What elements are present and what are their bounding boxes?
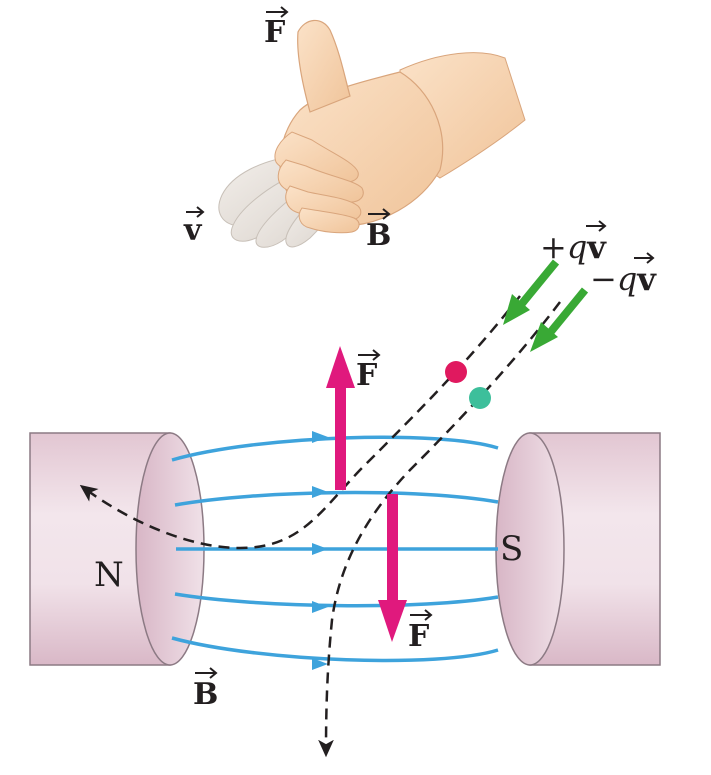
positive-particle-label: +qv: [540, 220, 607, 266]
upper-force-arrow: [326, 346, 355, 490]
hand-force-label: F: [264, 6, 289, 50]
svg-text:F: F: [264, 15, 285, 50]
positive-charge-particle: [445, 361, 467, 383]
field-line: [171, 636, 499, 663]
south-pole-magnet: S: [495, 432, 661, 666]
positive-velocity-arrow: [503, 259, 560, 325]
right-hand-illustration: [218, 19, 526, 248]
field-arrow: [312, 658, 328, 670]
svg-text:−qv: −qv: [590, 260, 657, 298]
hand-velocity-label: v: [183, 206, 205, 248]
svg-text:F: F: [408, 619, 429, 654]
svg-text:F: F: [356, 358, 377, 393]
svg-text:v: v: [183, 213, 203, 248]
svg-text:B: B: [193, 677, 218, 712]
magnetic-field-lines: [171, 431, 499, 670]
north-pole-magnet: N: [29, 432, 205, 666]
svg-text:B: B: [366, 218, 391, 253]
north-label: N: [94, 555, 124, 595]
field-line: [174, 592, 499, 608]
negative-particle-path: [318, 301, 561, 758]
field-arrow: [312, 601, 328, 613]
thumb: [297, 19, 351, 113]
hand-field-label: B: [366, 208, 391, 253]
magnet-field-label: B: [193, 667, 218, 712]
negative-charge-particle: [469, 387, 491, 409]
lower-force-label: F: [408, 609, 433, 654]
svg-text:+qv: +qv: [540, 228, 607, 266]
lower-force-arrow: [378, 494, 407, 642]
finger-4: [298, 207, 360, 234]
field-arrow: [312, 431, 328, 443]
negative-particle-label: −qv: [590, 252, 657, 298]
field-line: [171, 435, 499, 462]
negative-velocity-arrow: [530, 287, 589, 352]
field-line: [174, 490, 499, 507]
upper-force-label: F: [356, 349, 381, 393]
field-arrow: [312, 486, 328, 498]
field-arrow: [312, 543, 328, 555]
south-label: S: [500, 529, 523, 569]
